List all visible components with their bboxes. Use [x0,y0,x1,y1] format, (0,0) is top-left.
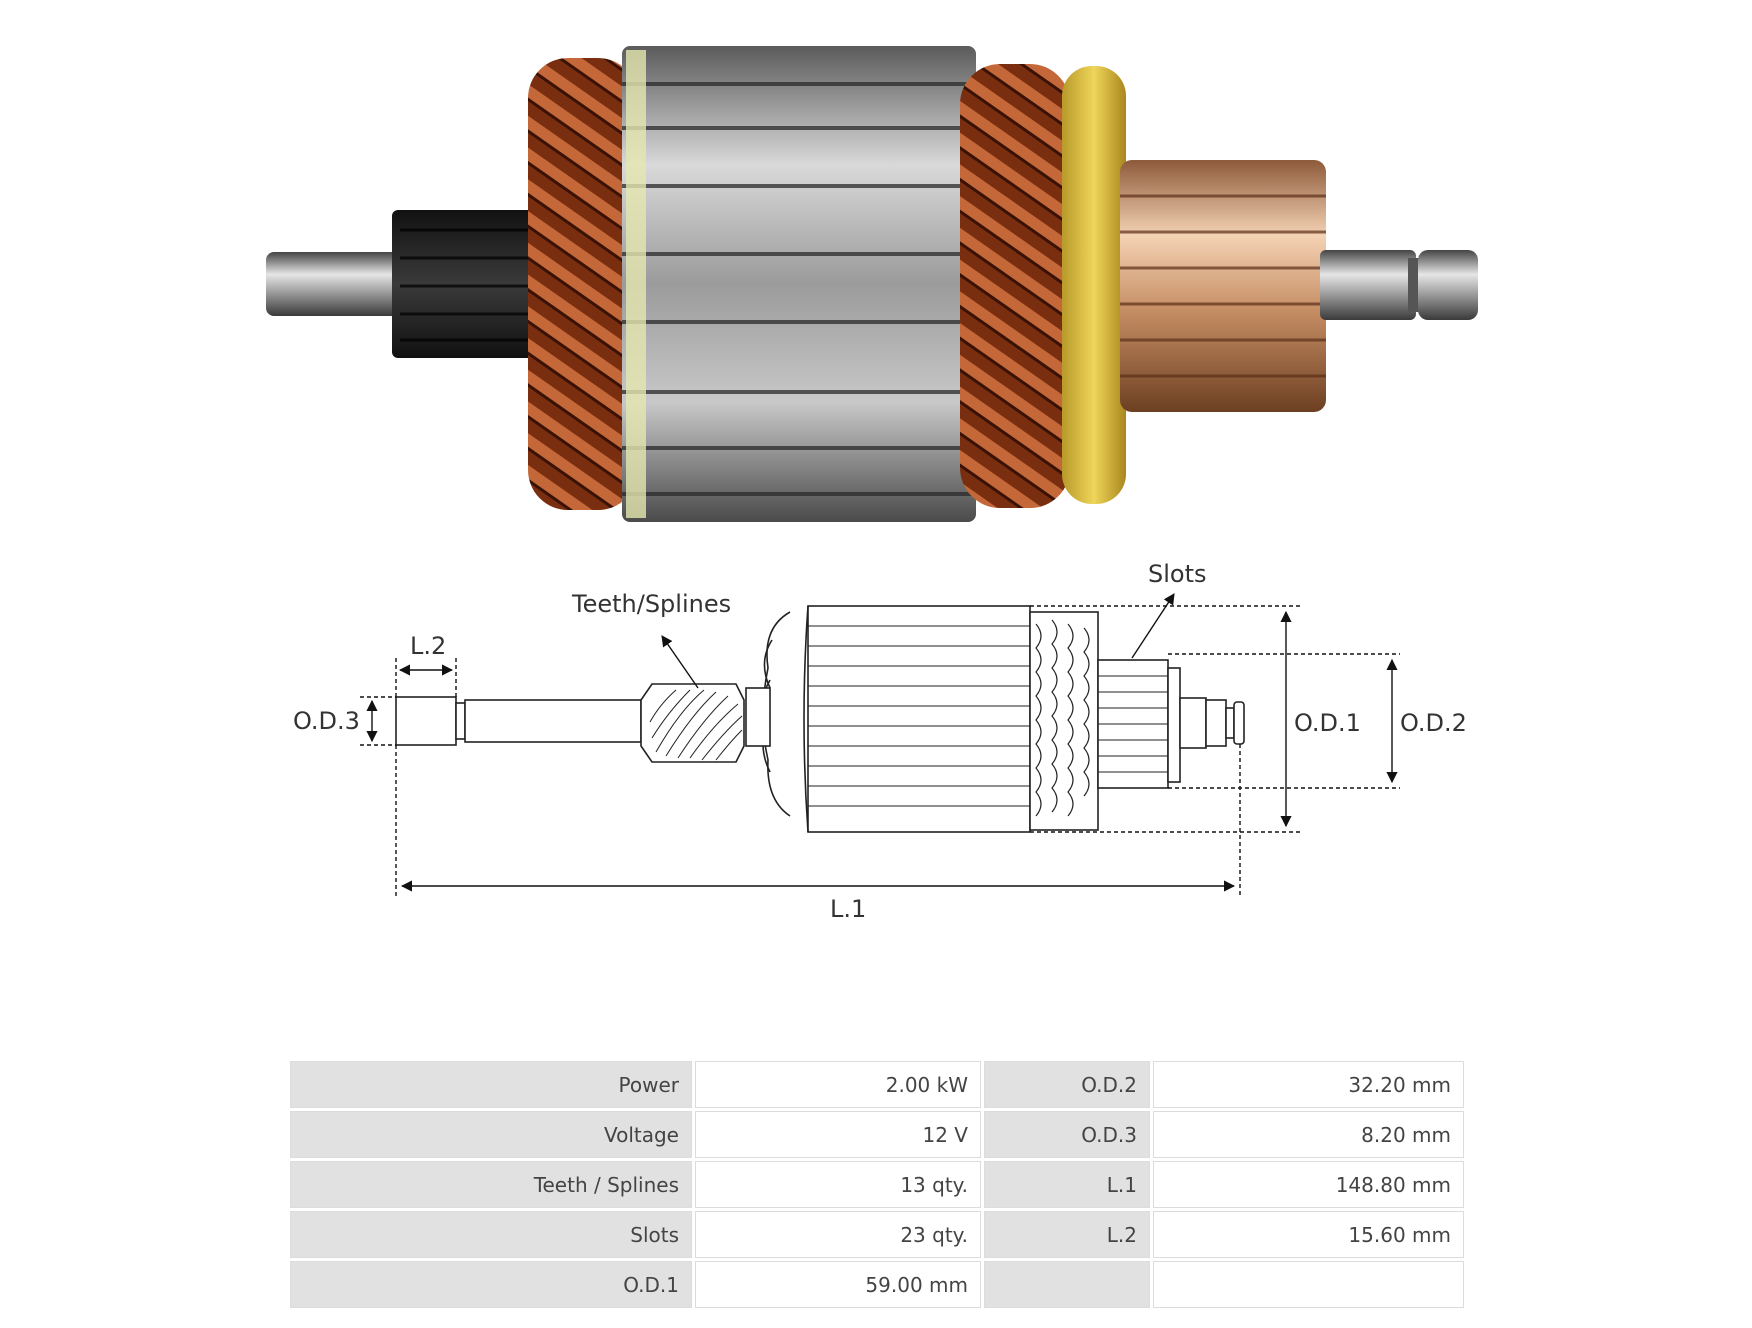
armature-dimension-drawing: Teeth/Splines Slots L.2 O.D.3 O.D.1 O.D.… [293,560,1467,923]
od3-label: O.D.3 [293,707,360,735]
od1-label: O.D.1 [1294,709,1361,737]
table-row: Voltage 12 V O.D.3 8.20 mm [290,1111,1464,1158]
l1-label: L.1 [830,895,866,923]
spec-value: 148.80 mm [1153,1161,1464,1208]
spec-label: L.2 [984,1211,1150,1258]
spec-value: 15.60 mm [1153,1211,1464,1258]
table-row: O.D.1 59.00 mm [290,1261,1464,1308]
spec-value [1153,1261,1464,1308]
spec-value: 13 qty. [695,1161,981,1208]
spec-value: 59.00 mm [695,1261,981,1308]
spec-label: O.D.3 [984,1111,1150,1158]
spec-value: 32.20 mm [1153,1061,1464,1108]
spec-value: 12 V [695,1111,981,1158]
spec-label: O.D.1 [290,1261,692,1308]
spec-label: Teeth / Splines [290,1161,692,1208]
table-row: Power 2.00 kW O.D.2 32.20 mm [290,1061,1464,1108]
table-row: Teeth / Splines 13 qty. L.1 148.80 mm [290,1161,1464,1208]
spec-label [984,1261,1150,1308]
od2-label: O.D.2 [1400,709,1467,737]
spec-label: Voltage [290,1111,692,1158]
teeth-splines-label: Teeth/Splines [571,590,731,618]
spec-label: Slots [290,1211,692,1258]
spec-label: O.D.2 [984,1061,1150,1108]
table-row: Slots 23 qty. L.2 15.60 mm [290,1211,1464,1258]
spec-value: 2.00 kW [695,1061,981,1108]
spec-label: L.1 [984,1161,1150,1208]
specifications-table: Power 2.00 kW O.D.2 32.20 mm Voltage 12 … [287,1058,1467,1311]
l2-label: L.2 [410,632,446,660]
armature-photo [266,46,1478,522]
spec-value: 23 qty. [695,1211,981,1258]
spec-label: Power [290,1061,692,1108]
spec-value: 8.20 mm [1153,1111,1464,1158]
slots-label: Slots [1148,560,1207,588]
